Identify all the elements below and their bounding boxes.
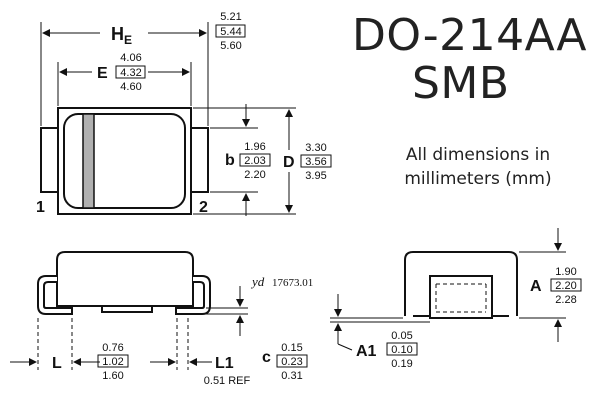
l-max: 1.60: [102, 370, 123, 382]
side-view: [37, 251, 211, 315]
he-min: 5.21: [220, 11, 241, 23]
b-max: 2.20: [244, 169, 265, 181]
b-nom: 2.03: [244, 155, 265, 167]
c-max: 0.31: [281, 370, 302, 382]
a-nom: 2.20: [555, 280, 576, 292]
c-min: 0.15: [281, 342, 302, 354]
a1-label: A1: [356, 343, 377, 360]
a1-min: 0.05: [391, 330, 412, 342]
c-label: c: [262, 349, 271, 366]
package-body-inner: [63, 113, 186, 209]
l-nom: 1.02: [102, 356, 123, 368]
l1-label: L1: [215, 355, 234, 372]
marker-prefix: yd: [250, 274, 265, 289]
pin-1-label: 1: [36, 199, 45, 216]
l-min: 0.76: [102, 342, 123, 354]
a-max: 2.28: [555, 294, 576, 306]
units-note: All dimensions in millimeters (mm): [404, 145, 552, 189]
he-dimension: H E 5.21 5.44 5.60: [40, 11, 246, 126]
b-label: b: [225, 152, 235, 169]
d-nom: 3.56: [305, 156, 326, 168]
d-min: 3.30: [305, 142, 326, 154]
e-dimension: E 4.06 4.32 4.60: [57, 52, 192, 106]
package-name: SMB: [412, 58, 510, 109]
d-label: D: [283, 154, 295, 171]
end-view: [404, 251, 518, 319]
c-dimension: c 0.15 0.23 0.31: [206, 286, 308, 382]
e-label: E: [97, 65, 108, 82]
c-nom: 0.23: [281, 356, 302, 368]
l-dimension: L 0.76 1.02 1.60: [10, 318, 129, 382]
e-min: 4.06: [120, 52, 141, 64]
a-label: A: [530, 278, 542, 295]
a1-max: 0.19: [391, 358, 412, 370]
end-lead: [429, 275, 493, 319]
l1-ref: 0.51 REF: [204, 375, 251, 387]
right-lead-tab: [189, 127, 209, 193]
top-view: 1 2: [36, 107, 209, 216]
left-lead-tab: [40, 127, 60, 193]
pin-2-label: 2: [199, 199, 208, 216]
a-min: 1.90: [555, 266, 576, 278]
e-max: 4.60: [120, 81, 141, 93]
side-right-lead: [175, 275, 211, 315]
d-dimension: D 3.30 3.56 3.95: [193, 107, 332, 215]
cathode-band: [82, 113, 95, 209]
he-label-sub: E: [124, 33, 132, 47]
b-min: 1.96: [244, 141, 265, 153]
b-dimension: b 1.96 2.03 2.20: [210, 104, 271, 216]
e-nom: 4.32: [120, 67, 141, 79]
marker-code: 17673.01: [272, 277, 313, 289]
a1-dimension: A1 0.05 0.10 0.19: [330, 294, 430, 370]
l-label: L: [52, 355, 62, 372]
l1-dimension: L1 0.51 REF: [150, 318, 251, 387]
he-label: H: [111, 24, 124, 44]
side-body: [56, 251, 194, 307]
he-max: 5.60: [220, 40, 241, 52]
package-title: DO-214AA: [352, 10, 588, 61]
a-dimension: A 1.90 2.20 2.28: [519, 228, 582, 342]
d-max: 3.95: [305, 170, 326, 182]
he-nom: 5.44: [220, 26, 241, 38]
side-left-lead: [37, 275, 73, 315]
a1-nom: 0.10: [391, 344, 412, 356]
